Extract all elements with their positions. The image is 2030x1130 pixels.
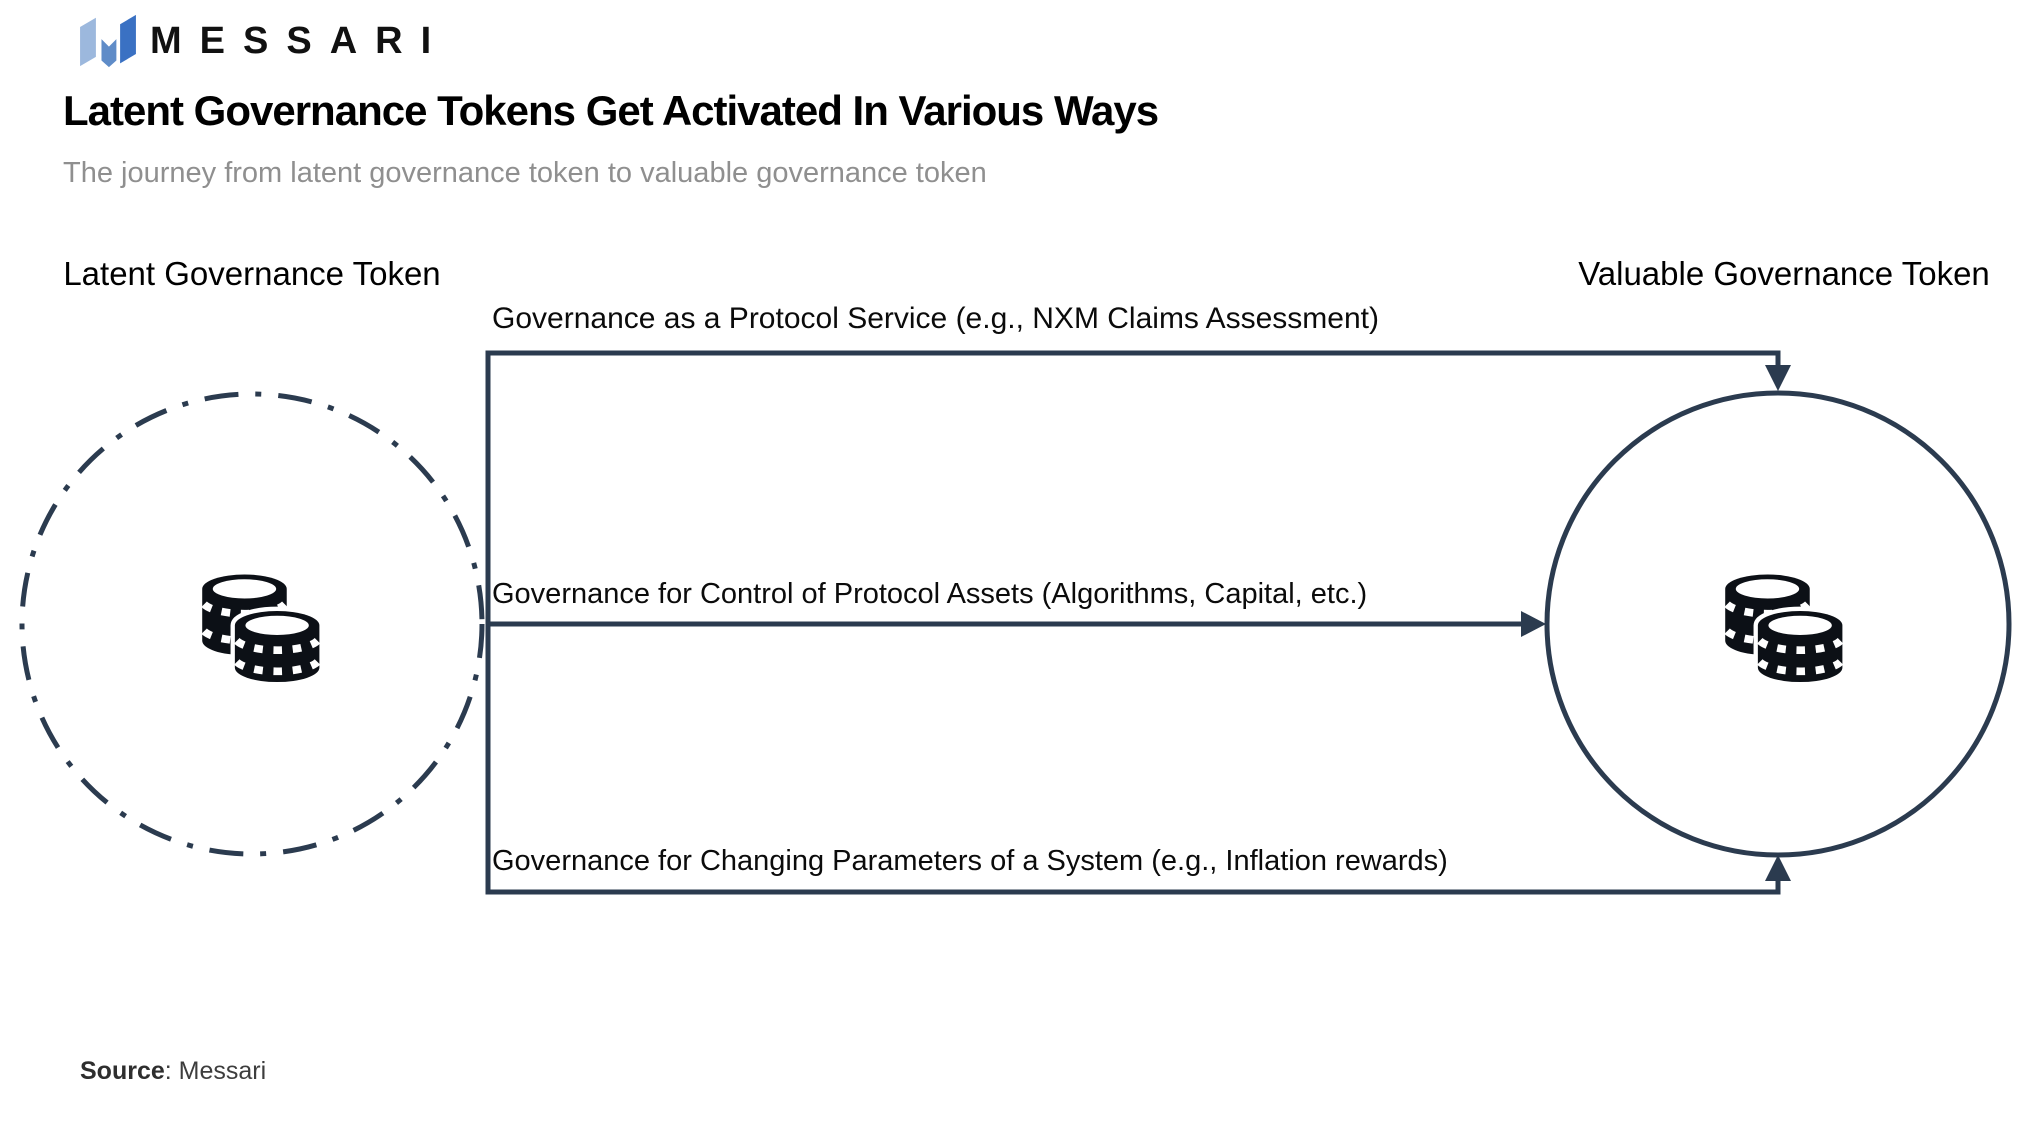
- source-value: : Messari: [164, 1057, 267, 1085]
- path-label-protocol-service: Governance as a Protocol Service (e.g., …: [492, 302, 1379, 335]
- arrowhead-right-icon: [1521, 611, 1546, 637]
- messari-logo: MESSARI: [80, 14, 449, 68]
- coins-icon: [202, 574, 319, 682]
- page-title: Latent Governance Tokens Get Activated I…: [63, 87, 1159, 134]
- valuable-token-label: Valuable Governance Token: [1578, 255, 1990, 292]
- path-label-changing-parameters: Governance for Changing Parameters of a …: [492, 845, 1448, 877]
- messari-logo-text: MESSARI: [150, 20, 450, 62]
- latent-token-circle: [19, 391, 485, 857]
- arrowhead-down-icon: [1765, 365, 1791, 391]
- messari-logo-icon: [80, 14, 136, 68]
- coins-icon: [1725, 574, 1842, 682]
- page-subtitle: The journey from latent governance token…: [63, 157, 987, 189]
- latent-token-label: Latent Governance Token: [63, 255, 441, 292]
- source-label: Source: [80, 1057, 165, 1085]
- path-label-control-of-assets: Governance for Control of Protocol Asset…: [492, 578, 1368, 610]
- source-note: Source: Messari: [80, 1056, 266, 1086]
- arrowhead-up-icon: [1765, 855, 1791, 881]
